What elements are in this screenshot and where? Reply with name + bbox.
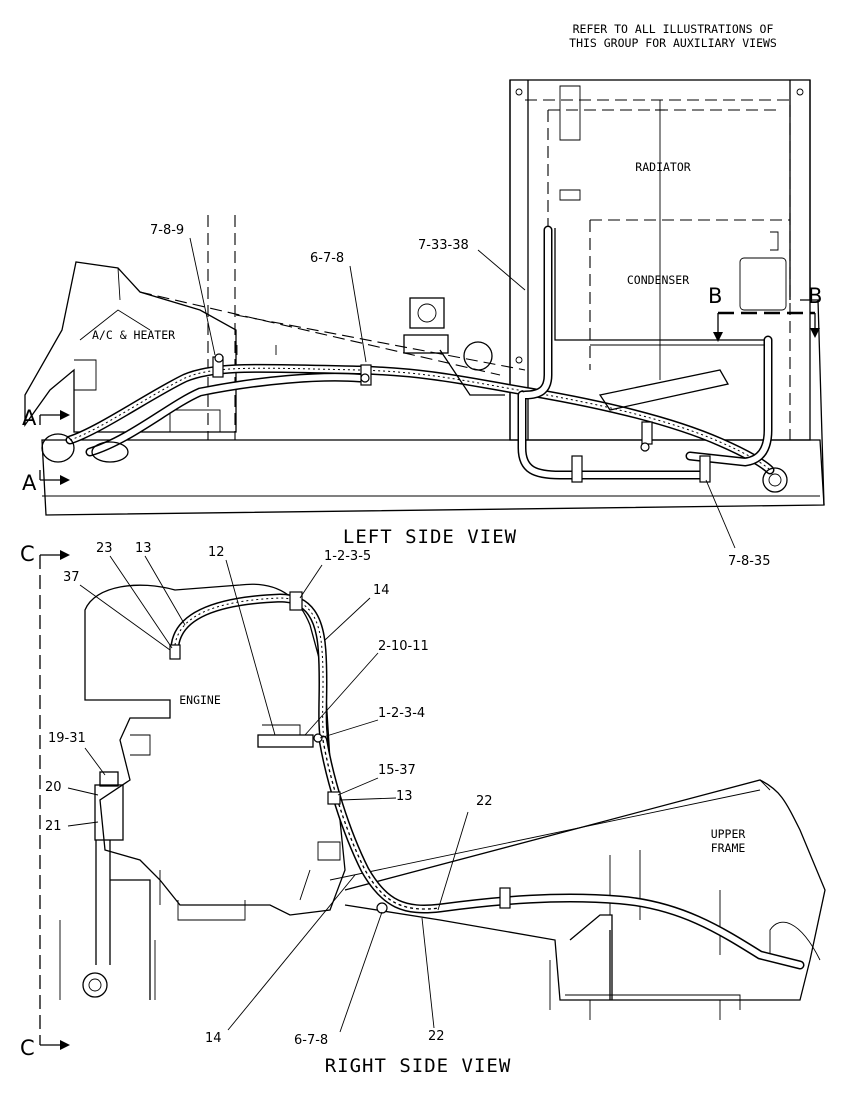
callout-14-bottom: 14 bbox=[205, 1031, 222, 1046]
section-c-top-label: C bbox=[20, 542, 35, 566]
callout-13-right: 13 bbox=[396, 789, 413, 804]
callout-15-37: 15-37 bbox=[378, 763, 416, 778]
upper-frame-label-2: FRAME bbox=[711, 841, 746, 855]
ac-heater-label: A/C & HEATER bbox=[92, 328, 175, 342]
callout-12: 12 bbox=[208, 545, 225, 560]
clamp-lower-1 bbox=[571, 455, 583, 483]
right-side-view: C C bbox=[20, 541, 826, 1077]
callout-2-10-11: 2-10-11 bbox=[378, 639, 429, 654]
section-b-right-label: B bbox=[808, 284, 822, 308]
callout-14-top: 14 bbox=[373, 583, 390, 598]
right-upper-hose bbox=[170, 593, 330, 750]
upper-frame-outline bbox=[344, 779, 826, 1001]
callout-20: 20 bbox=[45, 780, 62, 795]
callout-22-top: 22 bbox=[476, 794, 493, 809]
section-a-bottom-label: A bbox=[22, 471, 37, 495]
callout-1-2-3-4: 1-2-3-4 bbox=[378, 706, 425, 721]
engine-label: ENGINE bbox=[179, 693, 221, 707]
callout-7-8-35: 7-8-35 bbox=[728, 554, 770, 569]
section-a-top-label: A bbox=[22, 406, 37, 430]
callout-13-top: 13 bbox=[135, 541, 152, 556]
condenser-label: CONDENSER bbox=[627, 273, 689, 287]
radiator-label: RADIATOR bbox=[635, 160, 690, 174]
clamp-7-8-35 bbox=[699, 455, 711, 483]
section-c-bottom-label: C bbox=[20, 1036, 35, 1060]
callout-6-7-8-right: 6-7-8 bbox=[294, 1033, 328, 1048]
left-side-view-title: LEFT SIDE VIEW bbox=[343, 526, 517, 548]
note-line-1: REFER TO ALL ILLUSTRATIONS OF bbox=[573, 22, 774, 36]
engine-outline bbox=[84, 583, 346, 916]
callout-22-bottom: 22 bbox=[428, 1029, 445, 1044]
callout-7-33-38: 7-33-38 bbox=[418, 238, 469, 253]
upper-frame-label-1: UPPER bbox=[711, 827, 746, 841]
callout-1-2-3-5: 1-2-3-5 bbox=[324, 549, 371, 564]
left-side-view: B B A A bbox=[22, 79, 825, 569]
callout-6-7-8-left: 6-7-8 bbox=[310, 251, 344, 266]
callout-21: 21 bbox=[45, 819, 62, 834]
callout-19-31: 19-31 bbox=[48, 731, 86, 746]
note-line-2: THIS GROUP FOR AUXILIARY VIEWS bbox=[569, 36, 777, 50]
callout-7-8-9: 7-8-9 bbox=[150, 223, 184, 238]
ac-heater-housing bbox=[24, 261, 237, 433]
right-side-view-title: RIGHT SIDE VIEW bbox=[325, 1055, 512, 1077]
section-b-left-label: B bbox=[708, 284, 722, 308]
callout-37: 37 bbox=[63, 570, 80, 585]
callout-23: 23 bbox=[96, 541, 113, 556]
